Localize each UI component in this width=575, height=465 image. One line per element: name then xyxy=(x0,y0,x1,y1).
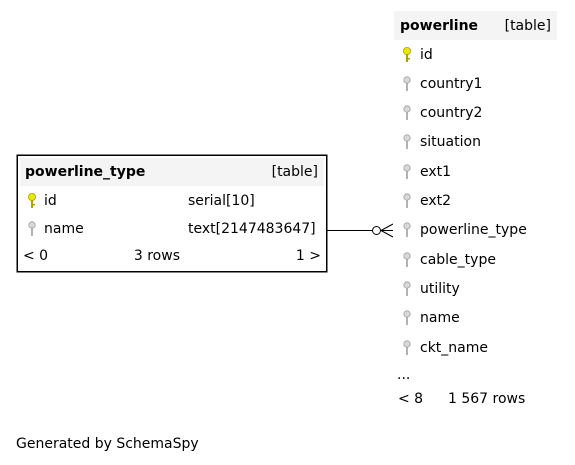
column-row: id serial[10] xyxy=(18,186,326,215)
parents-count: 1 > xyxy=(295,248,321,264)
column-name: country1 xyxy=(420,75,483,92)
more-indicator: ... xyxy=(397,366,411,383)
column-row: country2 xyxy=(393,98,558,127)
column-name: utility xyxy=(420,280,460,297)
column-icon xyxy=(403,192,411,208)
column-row: situation xyxy=(393,127,558,157)
column-name: powerline_type xyxy=(420,222,527,238)
children-count: < 8 xyxy=(398,391,424,407)
powerline-table[interactable]: powerline [table] id country1 country2 situ… xyxy=(393,10,558,411)
table-header-bg: powerline_type [table] xyxy=(20,158,324,186)
column-name: ckt_name xyxy=(420,339,488,356)
column-name: ext2 xyxy=(420,192,452,209)
column-icon xyxy=(403,104,411,120)
column-icon xyxy=(403,280,411,296)
primary-key-icon xyxy=(28,192,36,208)
table-title: powerline xyxy=(400,17,479,34)
table-title: powerline_type xyxy=(25,164,146,180)
column-icon xyxy=(403,251,411,267)
column-name: country2 xyxy=(420,104,483,121)
column-type: serial[10] xyxy=(188,192,255,209)
relationship-connector xyxy=(326,223,394,238)
column-icon xyxy=(28,221,36,236)
column-row: name xyxy=(393,303,558,333)
column-type: text[2147483647] xyxy=(188,221,316,237)
column-name: situation xyxy=(420,134,481,150)
table-header-bg: powerline [table] xyxy=(394,11,557,40)
column-name: id xyxy=(44,192,57,209)
column-name: id xyxy=(420,46,433,63)
column-name: name xyxy=(44,221,84,237)
generated-by-label: Generated by SchemaSpy xyxy=(16,436,199,452)
row-count: 3 rows xyxy=(133,248,180,264)
column-icon xyxy=(403,310,411,325)
column-name: cable_type xyxy=(420,251,496,268)
column-row: name text[2147483647] xyxy=(18,215,326,243)
column-icon xyxy=(403,75,411,91)
column-icon xyxy=(403,222,411,237)
column-row: id xyxy=(393,40,558,69)
column-icon xyxy=(403,163,411,179)
column-name: ext1 xyxy=(420,163,452,180)
children-count: < 0 xyxy=(23,248,49,264)
more-columns: ... xyxy=(393,362,558,387)
column-icon xyxy=(403,339,411,355)
column-row: ckt_name xyxy=(393,333,558,362)
table-tag: [table] xyxy=(504,17,551,34)
powerline-type-table[interactable]: powerline_type [table] id serial[10] nam… xyxy=(18,156,326,271)
column-name: name xyxy=(420,310,460,326)
table-header: powerline [table] xyxy=(393,11,558,40)
column-row: powerline_type xyxy=(393,215,558,245)
column-row: cable_type xyxy=(393,245,558,274)
table-header: powerline_type [table] xyxy=(18,158,326,186)
table-footer: < 0 3 rows 1 > xyxy=(18,243,326,269)
table-tag: [table] xyxy=(271,164,318,180)
column-icon xyxy=(403,134,411,149)
column-row: ext1 xyxy=(393,157,558,186)
column-row: country1 xyxy=(393,69,558,98)
primary-key-icon xyxy=(403,46,411,62)
row-count: 1 567 rows xyxy=(448,391,526,407)
column-row: ext2 xyxy=(393,186,558,215)
table-footer: < 8 1 567 rows xyxy=(393,387,558,411)
column-row: utility xyxy=(393,274,558,303)
